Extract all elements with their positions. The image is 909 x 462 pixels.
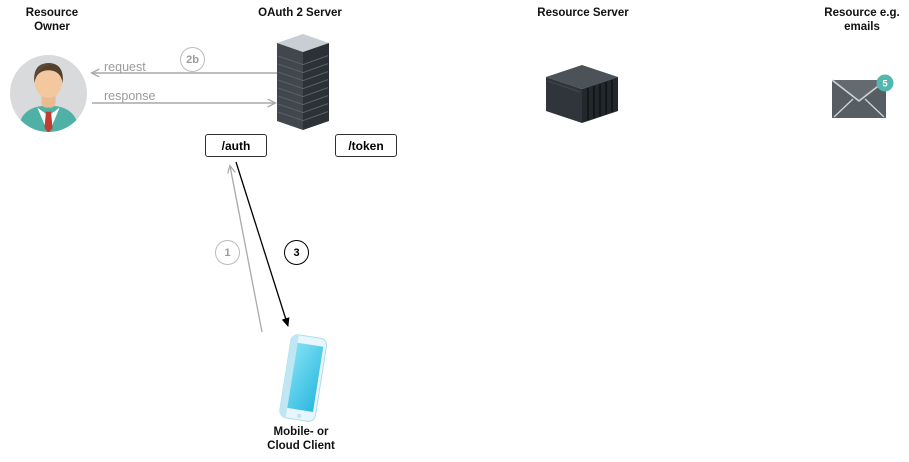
step-badge-1-text: 1 — [224, 246, 231, 259]
step-badge-2b: 2b — [180, 47, 205, 72]
auth-to-client-arrow — [235, 161, 290, 327]
oauth-server-label: OAuth 2 Server — [258, 7, 342, 19]
resource-owner-label-line1: Resource — [25, 7, 79, 19]
token-endpoint-label: /token — [348, 138, 384, 153]
mobile-client-label: Mobile- or Cloud Client — [246, 425, 356, 454]
auth-endpoint-box: /auth — [205, 134, 267, 157]
auth-endpoint-label: /auth — [221, 138, 251, 153]
email-count-text: 5 — [882, 79, 888, 90]
server-tower-icon — [277, 34, 329, 130]
resource-emails-label: Resource e.g. emails — [812, 6, 909, 35]
nas-server-icon — [546, 65, 618, 123]
step-badge-3: 3 — [284, 240, 309, 265]
resource-emails-label-line2: emails — [844, 21, 880, 34]
resource-server-label: Resource Server — [537, 7, 629, 19]
mobile-client-label-line2: Cloud Client — [267, 440, 335, 453]
step-badge-2b-text: 2b — [186, 53, 199, 66]
envelope-icon: 5 — [832, 74, 894, 118]
email-count-badge — [876, 74, 894, 92]
step-badge-3-text: 3 — [293, 246, 300, 259]
smartphone-icon — [279, 334, 327, 422]
mobile-client-label-line1: Mobile- or — [273, 426, 329, 438]
person-avatar-icon — [10, 55, 87, 132]
client-to-auth-arrow — [230, 166, 263, 333]
resource-emails-label-line1: Resource e.g. — [824, 7, 900, 19]
response-arrow-label: response — [104, 89, 156, 103]
resource-owner-label: Resource Owner — [8, 6, 96, 35]
request-arrow-label: request — [104, 60, 146, 74]
step-badge-1: 1 — [215, 240, 240, 265]
resource-owner-label-line2: Owner — [34, 21, 70, 34]
token-endpoint-box: /token — [335, 134, 397, 157]
